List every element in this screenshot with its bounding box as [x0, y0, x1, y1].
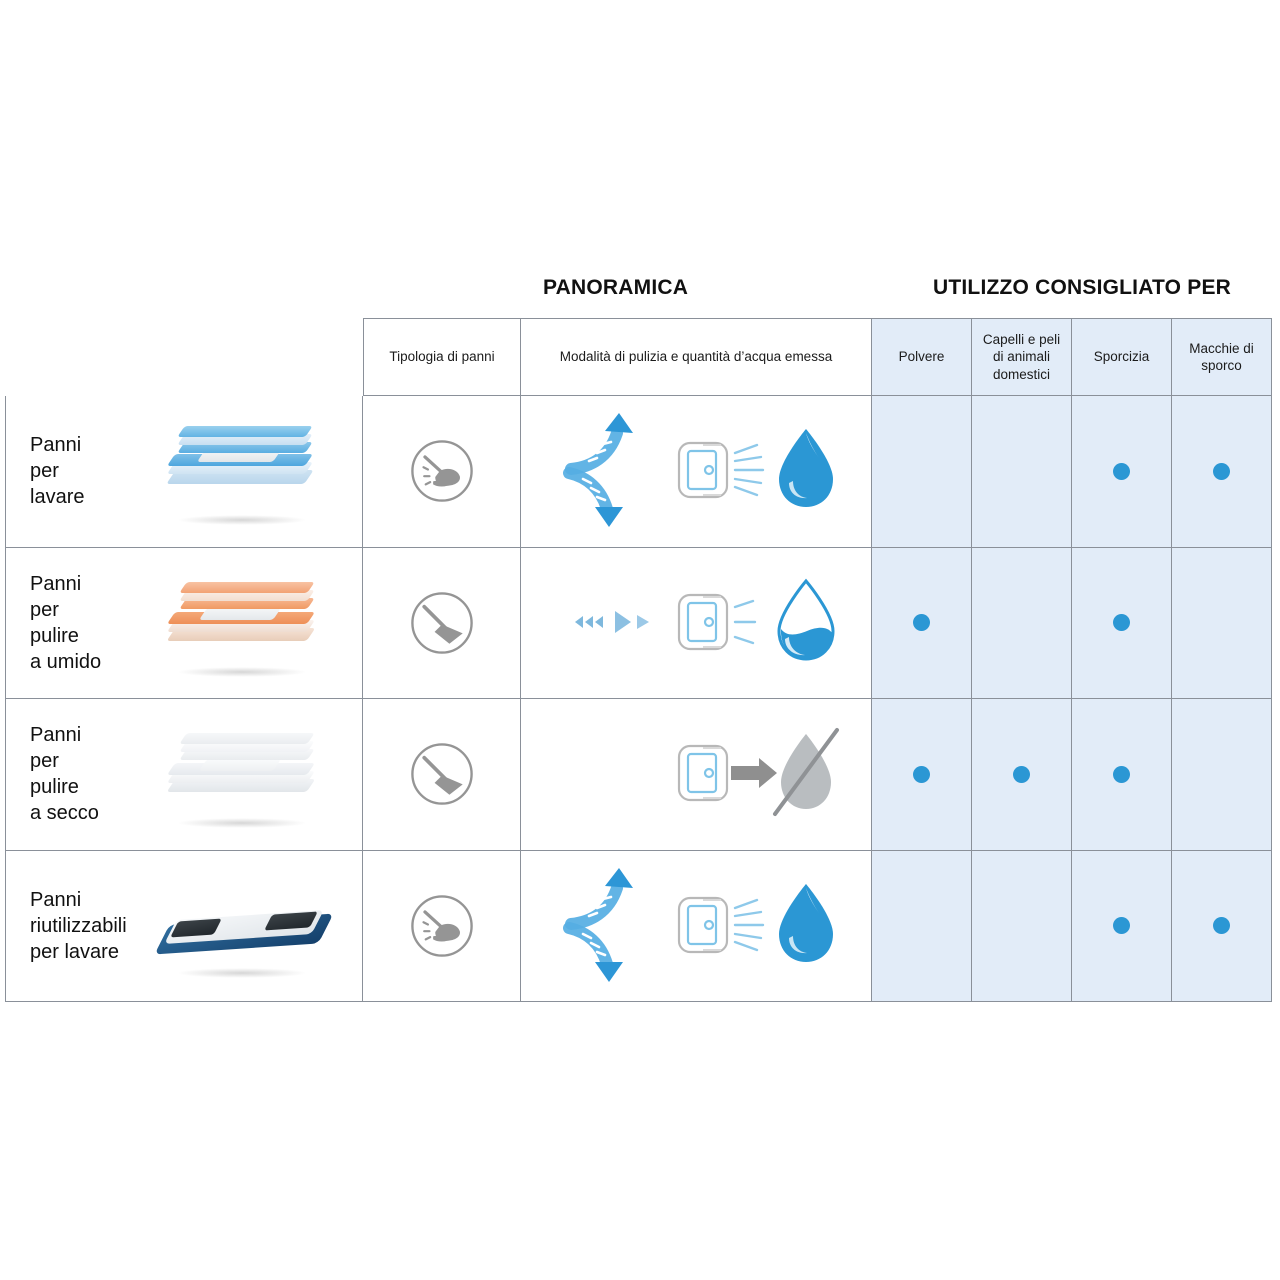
usage-cell — [872, 547, 972, 699]
usage-dot — [913, 614, 930, 632]
usage-cell — [1172, 396, 1272, 548]
row-product-cell: Panni per lavare — [5, 396, 363, 548]
usage-cell — [1172, 699, 1272, 851]
row-label: Panni per lavare — [30, 434, 85, 509]
row-type-cell — [363, 547, 521, 699]
row-type-cell — [363, 396, 521, 548]
row-product-cell: Panni per pulire a secco — [5, 699, 363, 851]
header-cell-usage-capelli: Capelli e peli di animali domestici — [972, 318, 1072, 396]
row-product-cell: Panni per pulire a umido — [5, 547, 363, 699]
usage-dot — [1213, 917, 1230, 935]
header-cell-usage-sporcizia: Sporcizia — [1072, 318, 1172, 396]
usage-cell — [972, 850, 1072, 1002]
airflow-spread-wet-icon — [549, 413, 833, 528]
cloth-stack-orange-thumbnail — [151, 564, 362, 682]
row-type-cell — [363, 699, 521, 851]
table-row: Panni riutilizzabili per lavare — [5, 850, 1272, 1002]
usage-cell — [1072, 850, 1172, 1002]
usage-cell — [1072, 547, 1172, 699]
row-mode-cell — [521, 396, 872, 548]
header-cell-type: Tipologia di panni — [363, 318, 521, 396]
section-title-panoramica: PANORAMICA — [543, 276, 689, 299]
usage-cell — [972, 699, 1072, 851]
row-mode-cell — [521, 699, 872, 851]
row-mode-cell — [521, 547, 872, 699]
table-header-row: Tipologia di panni Modalità di pulizia e… — [5, 318, 1272, 396]
mop-with-splash-icon — [410, 894, 473, 957]
usage-cell — [1172, 850, 1272, 1002]
comparison-table: Tipologia di panni Modalità di pulizia e… — [5, 318, 1272, 1002]
mop-icon — [410, 591, 473, 654]
usage-cell — [972, 396, 1072, 548]
row-label: Panni per pulire a umido — [30, 572, 102, 673]
row-type-cell — [363, 850, 521, 1002]
cloth-stack-blue-thumbnail — [151, 412, 362, 530]
row-label: Panni per pulire a secco — [30, 724, 99, 825]
mop-icon — [410, 743, 473, 806]
usage-dot — [1113, 917, 1130, 935]
mop-with-splash-icon — [410, 440, 473, 503]
header-cell-usage-macchie: Macchie di sporco — [1172, 318, 1272, 396]
cloth-stack-white-thumbnail — [151, 715, 362, 833]
airflow-straight-dry-icon — [543, 728, 839, 817]
header-label-usage-4: Macchie di sporco — [1189, 340, 1254, 373]
row-product-cell: Panni riutilizzabili per lavare — [5, 850, 363, 1002]
header-label-mode: Modalità di pulizia e quantità d’acqua e… — [559, 349, 833, 365]
header-cell-mode: Modalità di pulizia e quantità d’acqua e… — [521, 318, 872, 396]
header-cell-product — [5, 318, 363, 396]
usage-cell — [872, 850, 972, 1002]
header-label-usage-3: Sporcizia — [1093, 349, 1150, 365]
row-label: Panni riutilizzabili per lavare — [30, 888, 127, 963]
usage-dot — [913, 765, 930, 783]
table-row: Panni per pulire a umido — [5, 547, 1272, 699]
airflow-straight-damp-icon — [543, 578, 835, 661]
usage-cell — [872, 699, 972, 851]
usage-dot — [1213, 462, 1230, 480]
usage-cell — [1072, 396, 1172, 548]
usage-dot — [1113, 765, 1130, 783]
usage-cell — [1172, 547, 1272, 699]
row-mode-cell — [521, 850, 872, 1002]
header-label-usage-2: Capelli e peli di animali domestici — [982, 332, 1061, 382]
section-title-utilizzo: UTILIZZO CONSIGLIATO PER — [933, 276, 1232, 299]
usage-cell — [972, 547, 1072, 699]
header-label-usage-1: Polvere — [898, 349, 945, 365]
header-label-type: Tipologia di panni — [389, 349, 495, 365]
usage-dot — [1113, 614, 1130, 632]
usage-dot — [1013, 765, 1030, 783]
usage-cell — [1072, 699, 1172, 851]
header-cell-usage-polvere: Polvere — [872, 318, 972, 396]
table-row: Panni per pulire a secco — [5, 699, 1272, 851]
usage-cell — [872, 396, 972, 548]
table-row: Panni per lavare — [5, 396, 1272, 548]
usage-dot — [1113, 462, 1130, 480]
reusable-pad-blue-thumbnail — [151, 867, 362, 985]
airflow-spread-wet-icon — [549, 867, 833, 982]
